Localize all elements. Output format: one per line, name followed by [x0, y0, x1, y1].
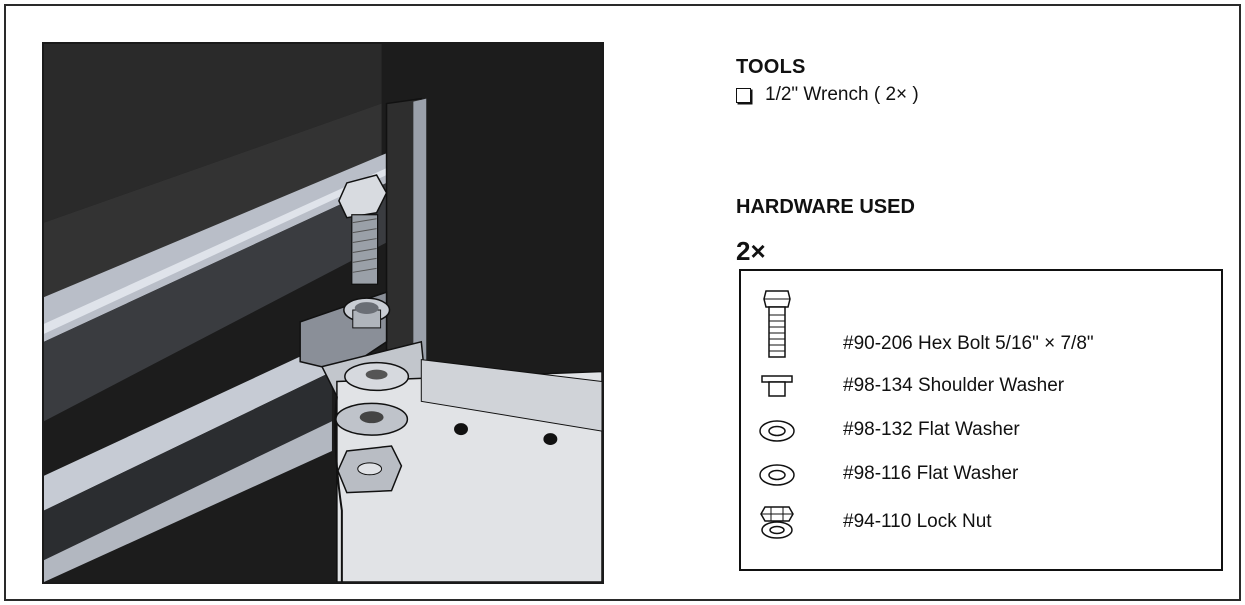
- tool-item-label: 1/2" Wrench ( 2× ): [765, 84, 919, 105]
- hardware-quantity: 2×: [736, 236, 766, 266]
- lock-nut-icon: [755, 503, 799, 541]
- hardware-item: #94-110 Lock Nut: [741, 503, 1221, 543]
- hardware-item: #98-132 Flat Washer: [741, 415, 1221, 447]
- tool-item-wrench[interactable]: 1/2" Wrench ( 2× ): [736, 84, 919, 106]
- hardware-item: #98-116 Flat Washer: [741, 459, 1221, 491]
- checkbox-icon[interactable]: [736, 87, 751, 103]
- instruction-page-frame: TOOLS 1/2" Wrench ( 2× ) HARDWARE USED 2…: [4, 4, 1241, 601]
- hardware-item-label: #98-134 Shoulder Washer: [843, 375, 1065, 396]
- hardware-item: #98-134 Shoulder Washer: [741, 371, 1221, 401]
- hardware-item-label: #94-110 Lock Nut: [843, 511, 992, 532]
- hardware-item-label: #90-206 Hex Bolt 5/16" × 7/8": [843, 333, 1094, 354]
- hardware-item: #90-206 Hex Bolt 5/16" × 7/8": [741, 289, 1221, 361]
- tools-heading: TOOLS: [736, 56, 806, 78]
- shoulder-washer-icon: [755, 373, 799, 399]
- hardware-list: #90-206 Hex Bolt 5/16" × 7/8" #98-134 Sh…: [739, 269, 1223, 571]
- assembly-drawing: [44, 44, 602, 582]
- flat-washer-icon: [755, 417, 799, 445]
- flat-washer-icon: [755, 461, 799, 489]
- hex-bolt-icon: [755, 289, 799, 361]
- assembly-illustration: [42, 42, 604, 584]
- hardware-item-label: #98-132 Flat Washer: [843, 419, 1020, 440]
- hardware-item-label: #98-116 Flat Washer: [843, 463, 1019, 484]
- hardware-heading: HARDWARE USED: [736, 196, 915, 218]
